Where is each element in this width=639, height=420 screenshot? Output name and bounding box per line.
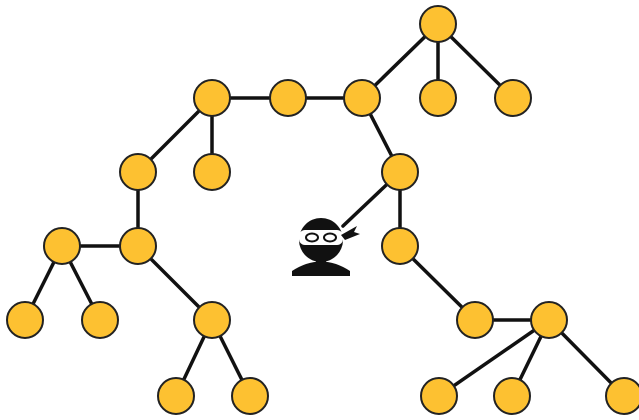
tree-node-n7 <box>119 153 157 191</box>
ninja-neck <box>316 258 326 268</box>
edge-n21-n22 <box>437 318 551 398</box>
tree-node-n10 <box>119 227 157 265</box>
ninja-icon <box>292 218 360 276</box>
tree-node-n4 <box>494 79 532 117</box>
tree-node-n13 <box>6 301 44 339</box>
tree-node-n2 <box>343 79 381 117</box>
tree-node-n12 <box>193 301 231 339</box>
ninja-left-eye <box>305 232 319 243</box>
edges-layer <box>23 22 626 398</box>
tree-node-n19 <box>381 227 419 265</box>
tree-node-n11 <box>43 227 81 265</box>
tree-node-n16 <box>157 377 195 415</box>
tree-node-n24 <box>605 377 639 415</box>
ninja-shoulders <box>292 261 350 276</box>
tree-node-n8 <box>193 153 231 191</box>
tree-node-n1 <box>419 5 457 43</box>
nodes-layer <box>6 5 639 415</box>
tree-node-n23 <box>493 377 531 415</box>
tree-node-n6 <box>193 79 231 117</box>
tree-node-n22 <box>420 377 458 415</box>
tree-node-n17 <box>231 377 269 415</box>
ninja-right-eye <box>323 232 337 243</box>
tree-node-n21 <box>530 301 568 339</box>
ninja-bandana-tail <box>341 226 360 240</box>
tree-node-n5 <box>269 79 307 117</box>
tree-node-n3 <box>419 79 457 117</box>
tree-node-n20 <box>456 301 494 339</box>
tree-node-n18 <box>381 153 419 191</box>
tree-node-n14 <box>81 301 119 339</box>
